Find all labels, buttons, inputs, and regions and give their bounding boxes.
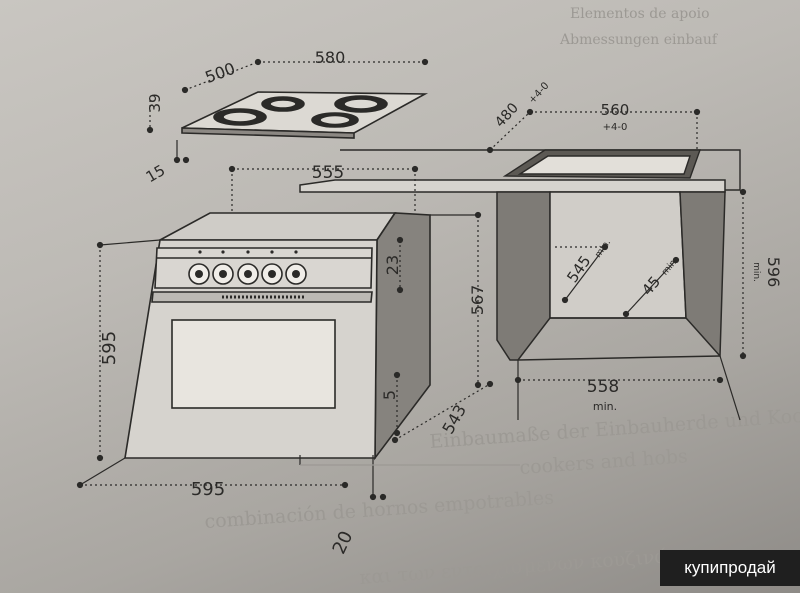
dim-cutout-width: 560 <box>601 101 630 119</box>
dim-niche-width: 558 <box>587 377 619 397</box>
dim-hob-depth: 500 <box>203 59 238 87</box>
bg-text-6: και των εντοιχισμένων κουζινών <box>359 545 682 589</box>
dim-cutout-depth-tolerance: +4-0 <box>527 80 552 106</box>
dim-gap: 5 <box>380 390 399 400</box>
dim-panel-height: 23 <box>383 255 402 275</box>
dim-hob-width: 580 <box>315 48 346 67</box>
watermark-logo: купипродай <box>660 550 800 586</box>
bg-text-2: Abmessungen einbauf <box>559 32 719 48</box>
dim-frame-projection: 20 <box>329 528 358 558</box>
hob-dimension-lines <box>146 58 429 164</box>
niche-dimension-lines <box>514 188 747 421</box>
dim-niche-height: 596 <box>764 257 783 288</box>
oven-drawing <box>124 212 431 461</box>
bg-text-1: Elementos de apoio <box>570 6 710 22</box>
dim-niche-width-note: min. <box>593 400 617 413</box>
dim-hob-height: 39 <box>146 93 164 112</box>
dim-oven-top-width: 555 <box>312 163 344 183</box>
hob-drawing <box>181 91 429 139</box>
dim-cutout-width-tolerance: +4-0 <box>603 122 628 133</box>
dim-body-height: 567 <box>468 285 487 316</box>
dim-hob-lip: 15 <box>143 161 169 186</box>
dim-cutout-depth: 480 <box>492 100 522 131</box>
worktop-cutout <box>340 149 741 191</box>
dim-oven-front-width: 595 <box>191 479 225 500</box>
bg-text-5: combinación de hornos empotrables <box>204 487 555 533</box>
dim-oven-height: 595 <box>99 331 120 365</box>
oven-dimension-lines <box>76 165 520 501</box>
cutout-dimension-lines <box>486 108 701 154</box>
dim-niche-height-note: min. <box>751 262 761 282</box>
bg-text-4: cookers and hobs <box>519 445 689 479</box>
